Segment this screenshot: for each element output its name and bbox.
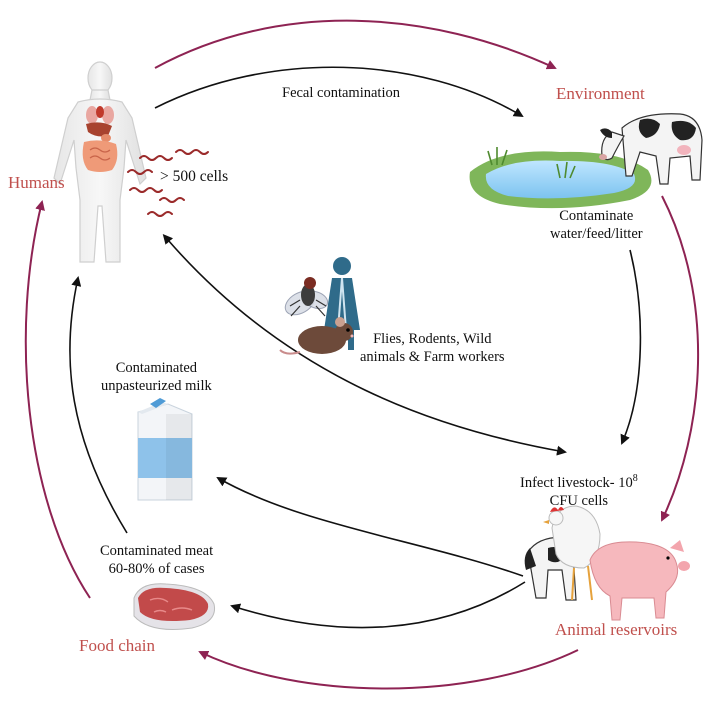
node-food-chain-label: Food chain <box>79 636 156 655</box>
contaminate-line-2: water/feed/litter <box>550 226 643 242</box>
milk-line-2: unpasteurized milk <box>101 378 212 394</box>
human-organs <box>82 106 118 172</box>
pond <box>469 147 652 209</box>
farm-worker <box>324 257 360 350</box>
arrow-contaminate-to-livestock <box>620 249 642 445</box>
cow <box>599 113 703 185</box>
arrow-fecal-contamination <box>154 66 524 118</box>
arrow-animals-to-milk <box>216 477 524 577</box>
inner-arrows <box>69 66 642 629</box>
arrow-foodchain-to-humans <box>24 200 91 599</box>
vectors-line-2: animals & Farm workers <box>360 349 505 365</box>
node-animal-reservoirs-label: Animal reservoirs <box>555 620 678 639</box>
arrow-vectors-bidirectional <box>162 233 567 456</box>
infect-line-1-text: Infect livestock- 10 <box>520 474 633 491</box>
meat-label: Contaminated meat 60-80% of cases <box>100 542 213 578</box>
vectors-line-1: Flies, Rodents, Wild <box>373 331 492 347</box>
node-environment-label: Environment <box>556 84 645 103</box>
milk-label: Contaminated unpasteurized milk <box>101 359 212 395</box>
milk-carton <box>137 398 193 501</box>
infect-line-2: CFU cells <box>549 492 609 509</box>
contaminate-line-1: Contaminate <box>559 208 634 224</box>
infect-line-1: Infect livestock- 108 <box>520 470 638 492</box>
meat-steak <box>133 583 216 630</box>
contaminate-label: Contaminate water/feed/litter <box>550 207 643 243</box>
meat-line-1: Contaminated meat <box>100 543 214 559</box>
animal-reservoirs-group <box>524 505 690 621</box>
arrow-animals-to-foodchain <box>198 649 579 690</box>
human-figure <box>53 61 147 263</box>
infect-exponent: 8 <box>632 473 638 484</box>
fly <box>284 277 329 317</box>
rat <box>279 317 354 355</box>
vectors-label: Flies, Rodents, Wild animals & Farm work… <box>360 330 505 366</box>
arrow-animals-to-meat <box>230 581 526 629</box>
arrow-environment-to-animals <box>660 195 700 522</box>
arrow-meat-to-humans <box>69 276 128 534</box>
milk-line-1: Contaminated <box>115 360 198 376</box>
node-humans-label: Humans <box>8 173 65 192</box>
fecal-contamination-label: Fecal contamination <box>282 85 400 101</box>
bacteria-squiggles <box>127 149 209 217</box>
cells-count-label: > 500 cells <box>160 168 229 185</box>
outer-cycle-arrows <box>24 19 700 690</box>
meat-line-2: 60-80% of cases <box>108 561 205 577</box>
infect-livestock-label: Infect livestock- 108 CFU cells <box>520 470 638 510</box>
arrow-humans-to-environment <box>154 19 557 70</box>
